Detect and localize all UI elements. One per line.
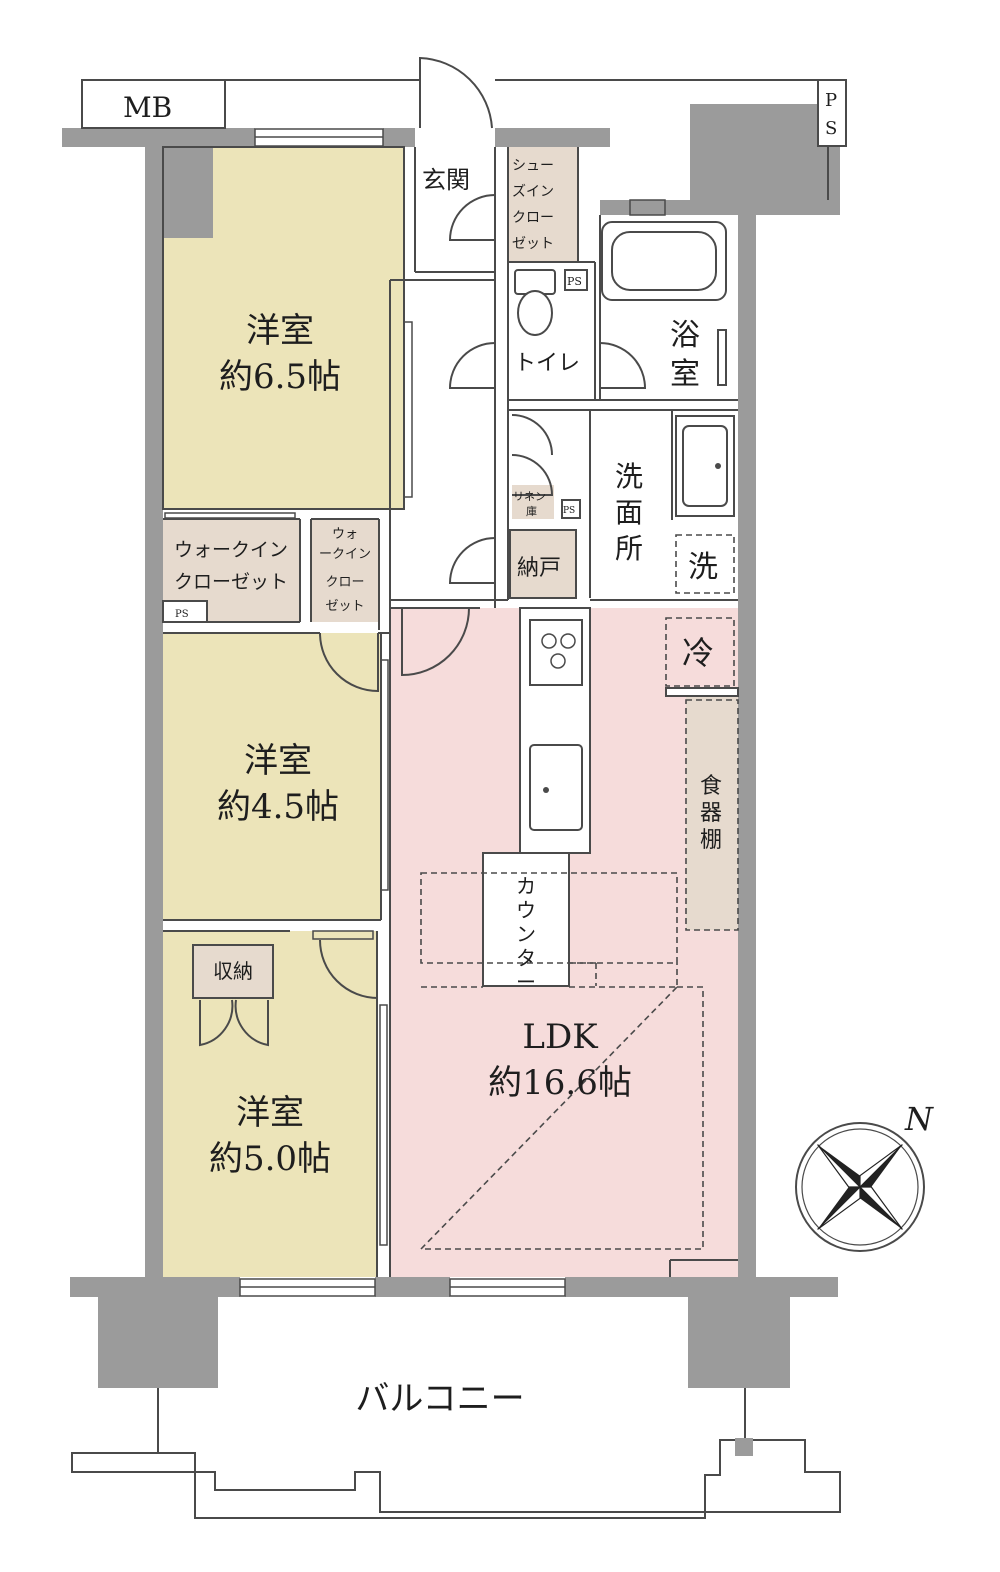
bath-label-2: 室	[670, 357, 700, 392]
storage-room	[510, 530, 576, 598]
counter-label-1: カ	[516, 874, 536, 898]
room1-size: 約6.5帖	[219, 357, 341, 397]
toilet-fixture: PS	[514, 269, 588, 336]
bathtub	[601, 221, 727, 386]
linen-label-2: 庫	[526, 504, 537, 518]
counter	[482, 852, 570, 987]
counter-label-2: ウ	[516, 898, 536, 922]
wall-top-mid2	[495, 128, 610, 147]
cupboard-label-1: 食	[700, 774, 722, 799]
toilet-label: トイレ	[514, 351, 580, 376]
wash-basin	[675, 415, 735, 517]
fridge-space	[665, 617, 735, 687]
shoe-closet-3: クロー	[512, 210, 554, 226]
compass-icon	[795, 1122, 925, 1252]
storage-box	[192, 944, 274, 999]
counter-label-5: ー	[516, 970, 536, 994]
ps-top-s: S	[825, 118, 837, 139]
cupboard	[686, 693, 738, 930]
wic-small-1: ウォ	[332, 527, 358, 542]
wall-bottom-mid	[375, 1277, 450, 1297]
shoe-closet	[508, 147, 578, 262]
windows	[239, 128, 666, 1297]
cupboard-label-3: 棚	[700, 828, 722, 853]
cupboard-label-2: 器	[700, 801, 722, 826]
wic-small-4: ゼット	[325, 599, 364, 614]
washer-label: 洗	[688, 550, 718, 585]
mb-box	[81, 79, 226, 129]
wall-bath-top	[600, 200, 738, 215]
ps-top-p: P	[825, 90, 837, 111]
entrance-label: 玄関	[422, 166, 470, 194]
counter-label-3: ン	[516, 922, 536, 946]
washroom-label-2: 面	[615, 496, 643, 529]
compass-north: N	[904, 1100, 934, 1138]
ldk-label: LDK	[522, 1017, 598, 1057]
ps-box-top	[817, 79, 847, 147]
balcony-label: バルコニー	[355, 1379, 524, 1419]
room3-label: 洋室	[236, 1093, 304, 1133]
wall-top-mid	[383, 128, 415, 147]
shoe-closet-1: シュー	[512, 158, 554, 174]
shoe-closet-2: ズイン	[512, 184, 554, 200]
kitchen-counter	[519, 607, 591, 854]
wall-bottom-mid2	[565, 1277, 640, 1297]
wic-large-2: クローゼット	[174, 571, 288, 593]
storage-room-label: 納戸	[517, 556, 561, 581]
storage-closet	[193, 945, 273, 998]
door-swings	[199, 194, 647, 1047]
fridge-wall	[665, 687, 739, 697]
counter-dash	[420, 872, 678, 964]
washroom-label-1: 洗	[615, 460, 643, 493]
wall-left	[145, 238, 163, 1278]
linen-cupboard-area	[512, 485, 554, 519]
counter-label-4: タ	[516, 946, 536, 970]
walk-in-closet-small	[311, 519, 379, 622]
wall-bottom-right	[640, 1277, 838, 1388]
linen-label-1: リネン	[513, 490, 546, 503]
storage-room-box	[509, 529, 577, 599]
washroom-label-3: 所	[615, 532, 643, 565]
wall-top-left	[62, 128, 255, 238]
fridge-label: 冷	[682, 634, 714, 672]
ps-washroom-box	[561, 499, 581, 519]
ps-wic: PS	[175, 609, 189, 620]
bath-label-1: 浴	[670, 318, 700, 353]
room2-label: 洋室	[244, 741, 312, 781]
wic-large-1: ウォークイン	[174, 539, 288, 561]
room3-size: 約5.0帖	[209, 1139, 331, 1179]
wic-small-3: クロー	[325, 575, 364, 590]
ps-washroom: PS	[563, 506, 575, 516]
ldk-dash-area	[419, 963, 704, 1250]
storage-label: 収納	[213, 959, 253, 983]
wic-small-2: ークイン	[319, 547, 371, 562]
balcony-post	[735, 1438, 753, 1456]
mb-label: MB	[123, 91, 172, 124]
wall-top-right	[690, 104, 840, 215]
wall-bottom-left	[70, 1277, 240, 1388]
washer-space	[675, 534, 735, 594]
room1-label: 洋室	[246, 311, 314, 351]
wall-right	[738, 215, 756, 1278]
sliding-doors	[164, 321, 413, 1246]
cupboard-outline	[685, 699, 739, 931]
entrance-door	[419, 56, 493, 129]
ldk-size: 約16.6帖	[488, 1063, 632, 1103]
shoe-closet-4: ゼット	[512, 236, 554, 252]
room2-size: 約4.5帖	[217, 787, 339, 827]
ps-toilet: PS	[567, 275, 582, 288]
